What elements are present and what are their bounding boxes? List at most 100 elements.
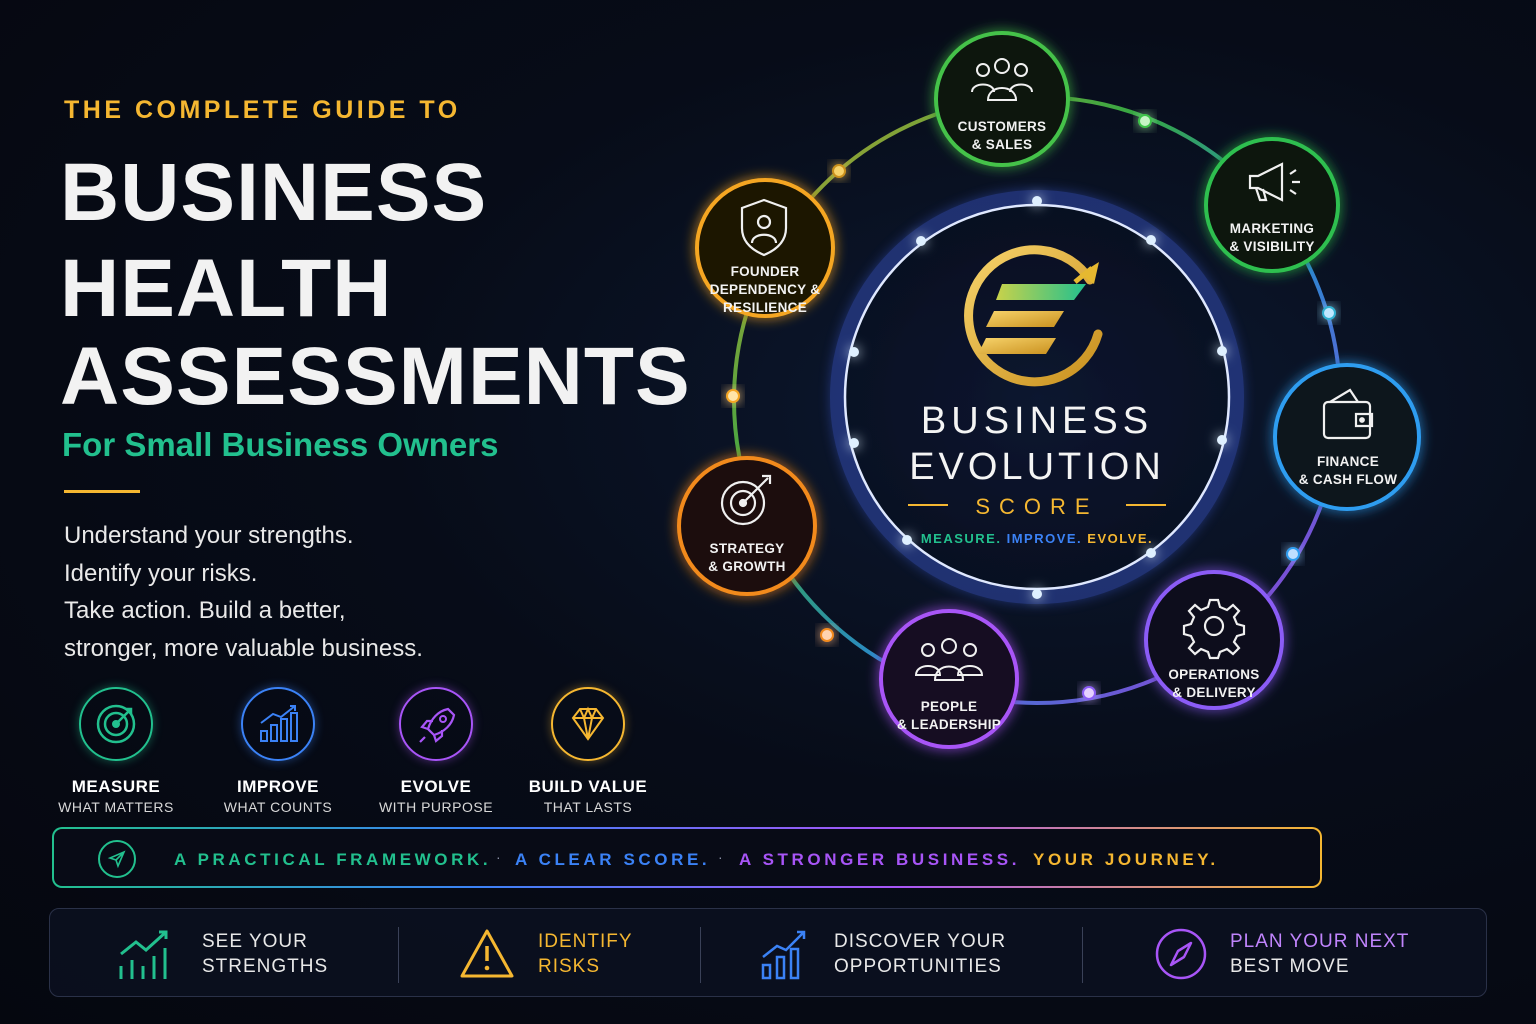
node-label-founder: FOUNDER DEPENDENCY & RESILIENCE — [690, 263, 840, 317]
node-label-line: FOUNDER — [730, 264, 800, 279]
node-label-line: CUSTOMERS — [957, 119, 1047, 134]
node-finance — [1273, 363, 1421, 511]
node-label-marketing: MARKETING & VISIBILITY — [1197, 220, 1347, 256]
motto-word: MEASURE. — [920, 531, 1002, 546]
paper-plane-icon — [98, 840, 136, 878]
tagline-segment: A STRONGER BUSINESS. — [739, 850, 1021, 869]
title-line-2: HEALTH — [60, 243, 393, 334]
node-label-line: & CASH FLOW — [1298, 472, 1398, 487]
wallet-icon — [1322, 388, 1374, 440]
node-founder — [695, 178, 835, 318]
benefit-line: OPPORTUNITIES — [834, 955, 1002, 977]
node-label-line: & VISIBILITY — [1229, 239, 1315, 254]
benefit-line: IDENTIFY — [538, 930, 633, 952]
tagline-segment: YOUR JOURNEY. — [1033, 850, 1219, 869]
target-icon — [79, 687, 153, 761]
tagline-separator: · — [496, 849, 501, 865]
node-label-people: PEOPLE & LEADERSHIP — [874, 698, 1024, 734]
pillar-evolve: EVOLVE WITH PURPOSE — [356, 687, 516, 815]
trend-chart-icon — [761, 930, 806, 979]
growth-chart-icon — [119, 930, 168, 979]
motto-word: EVOLVE. — [1087, 531, 1154, 546]
team-icon — [914, 638, 984, 681]
pillar-title: IMPROVE — [237, 777, 319, 796]
pillar-subtitle: WHAT COUNTS — [223, 799, 333, 815]
node-marketing — [1204, 137, 1340, 273]
score-title-line-1: BUSINESS — [920, 400, 1154, 442]
bar-chart-icon — [241, 687, 315, 761]
benefit-line: SEE YOUR — [202, 930, 308, 952]
tagline-segment: A PRACTICAL FRAMEWORK. — [174, 850, 492, 869]
tagline-separator: · — [718, 849, 723, 865]
node-label-line: & DELIVERY — [1172, 685, 1256, 700]
benefit-line: RISKS — [538, 955, 601, 977]
pillar-title: BUILD VALUE — [528, 777, 648, 796]
pillar-subtitle: THAT LASTS — [543, 799, 633, 815]
score-motto: MEASURE. IMPROVE. EVOLVE. — [837, 531, 1237, 546]
gear-icon — [1182, 598, 1246, 660]
target-arrow-icon — [720, 474, 772, 526]
node-label-line: STRATEGY — [709, 541, 785, 556]
benefit-line: PLAN YOUR NEXT — [1230, 930, 1410, 952]
intro-text: Understand your strengths. Identify your… — [64, 517, 423, 667]
pillar-build-value: BUILD VALUE THAT LASTS — [508, 687, 668, 815]
node-label-customers: CUSTOMERS & SALES — [927, 118, 1077, 154]
node-strategy — [677, 456, 817, 596]
business-evolution-logo — [964, 245, 1103, 387]
tagline-segment: A CLEAR SCORE. — [515, 850, 711, 869]
benefits-panel: SEE YOUR STRENGTHS IDENTIFY RISKS DISCOV… — [49, 908, 1487, 997]
intro-line: Identify your risks. — [64, 559, 258, 587]
node-label-line: MARKETING — [1229, 221, 1315, 236]
node-label-finance: FINANCE & CASH FLOW — [1273, 453, 1423, 489]
pillar-measure: MEASURE WHAT MATTERS — [36, 687, 196, 815]
benefit-risks: IDENTIFY RISKS — [458, 909, 633, 998]
benefit-separator — [398, 927, 399, 983]
intro-line: stronger, more valuable business. — [64, 634, 423, 662]
node-label-line: & LEADERSHIP — [896, 717, 1002, 732]
benefit-separator — [1082, 927, 1083, 983]
diamond-icon — [551, 687, 625, 761]
kicker: THE COMPLETE GUIDE TO — [64, 96, 461, 124]
node-people — [879, 609, 1019, 749]
compass-icon — [1155, 928, 1207, 979]
rocket-icon — [399, 687, 473, 761]
node-label-line: OPERATIONS — [1168, 667, 1260, 682]
pillar-subtitle: WHAT MATTERS — [58, 799, 174, 815]
orbit-dots — [726, 114, 1336, 700]
motto-word: IMPROVE. — [1006, 531, 1083, 546]
benefit-next-move: PLAN YOUR NEXT BEST MOVE — [1154, 909, 1409, 998]
node-operations — [1144, 570, 1284, 710]
divider — [64, 490, 140, 493]
score-title-line-2: EVOLUTION — [909, 446, 1165, 488]
shield-person-icon — [740, 198, 788, 257]
subtitle: For Small Business Owners — [62, 426, 499, 463]
node-label-line: RESILIENCE — [722, 300, 807, 315]
node-label-line: & GROWTH — [708, 559, 786, 574]
benefit-line: BEST MOVE — [1230, 955, 1350, 977]
benefit-separator — [700, 927, 701, 983]
score-title-line-3: SCORE — [975, 494, 1099, 519]
benefit-strengths: SEE YOUR STRENGTHS — [118, 909, 328, 998]
tagline-bar: A PRACTICAL FRAMEWORK. · A CLEAR SCORE. … — [52, 827, 1322, 888]
node-label-line: & SALES — [971, 137, 1033, 152]
node-customers — [934, 31, 1070, 167]
node-label-operations: OPERATIONS & DELIVERY — [1139, 666, 1289, 702]
score-ring-dots — [849, 196, 1227, 599]
node-label-strategy: STRATEGY & GROWTH — [672, 540, 822, 576]
title-line-1: BUSINESS — [60, 147, 488, 238]
intro-line: Take action. Build a better, — [64, 597, 346, 624]
pillar-title: EVOLVE — [400, 777, 472, 796]
node-label-line: DEPENDENCY & — [709, 282, 821, 297]
node-label-line: FINANCE — [1316, 454, 1380, 469]
people-group-icon — [971, 58, 1033, 101]
pillar-improve: IMPROVE WHAT COUNTS — [198, 687, 358, 815]
benefit-line: STRENGTHS — [202, 955, 329, 977]
benefit-opportunities: DISCOVER YOUR OPPORTUNITIES — [760, 909, 1006, 998]
intro-line: Understand your strengths. — [64, 522, 354, 549]
benefit-line: DISCOVER YOUR — [834, 930, 1007, 952]
pillar-title: MEASURE — [71, 777, 161, 796]
pillar-subtitle: WITH PURPOSE — [378, 799, 494, 815]
megaphone-icon — [1248, 162, 1300, 202]
node-label-line: PEOPLE — [920, 699, 978, 714]
